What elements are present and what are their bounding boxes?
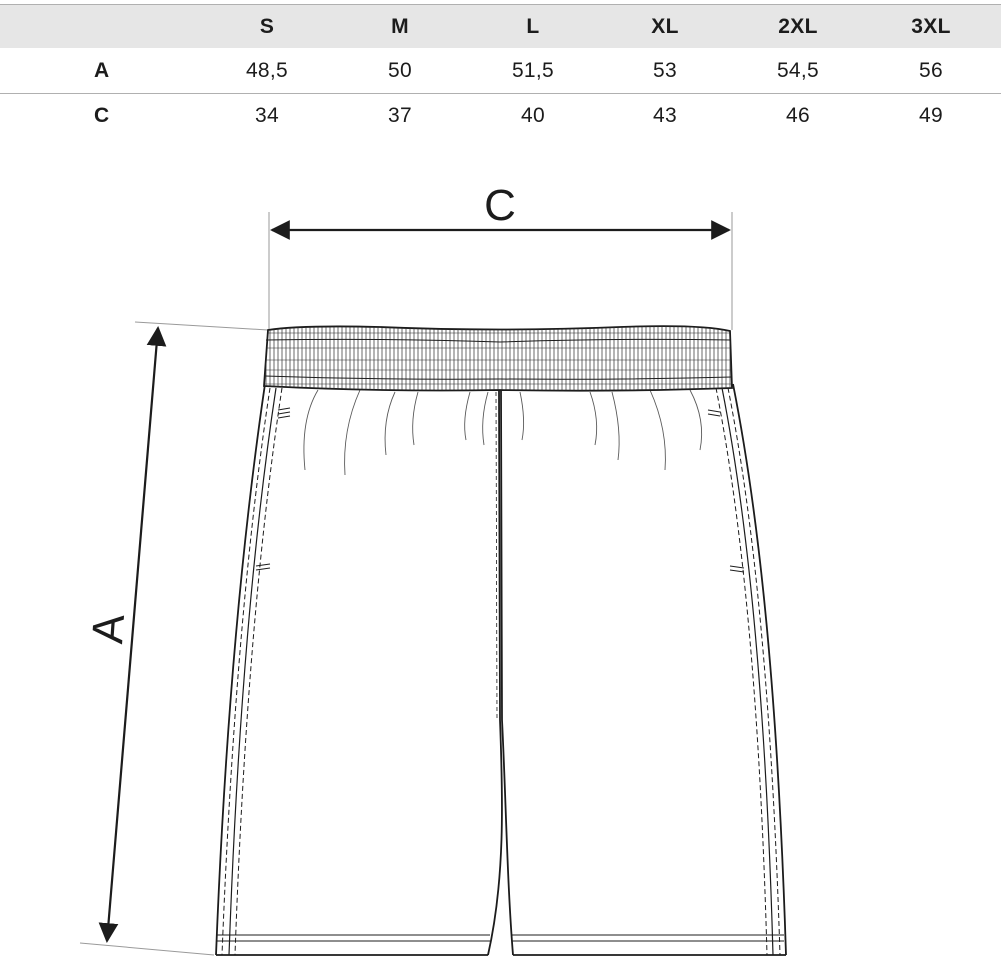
table-row-c: C 34 37 40 43 46 49 [0,93,1001,138]
table-cell: 40 [521,103,545,127]
length-label-a: A [83,612,134,645]
length-dimension: A [79,321,269,956]
width-label-c: C [484,181,516,230]
extension-line [79,942,215,956]
waistband-bottom-stitch [264,375,733,380]
table-cell: 48,5 [245,58,289,82]
size-header-m: M [391,14,409,38]
right-stripe-stitch [715,387,768,956]
waistband [263,325,733,392]
size-header-xl: XL [651,14,679,38]
table-cell: 37 [388,103,412,127]
row-label-c: C [94,103,110,127]
table-cell: 46 [786,103,810,127]
right-outer-seam [732,383,787,956]
left-stripe-line [228,387,277,956]
table-header-row: S M L XL 2XL 3XL [0,5,1001,48]
table-rule [0,4,1001,5]
width-dimension: C [268,181,733,330]
right-stripe-line [721,387,774,956]
table-cell: 56 [919,58,943,82]
size-header-2xl: 2XL [778,14,818,38]
right-stripe-stitch [727,387,781,956]
table-cell: 54,5 [776,58,820,82]
center-stitch [495,391,498,721]
length-arrow [98,326,167,943]
row-label-a: A [94,58,110,82]
table-cell: 49 [919,103,943,127]
waistband-ribbing [264,326,732,391]
left-stripe-stitch [234,387,283,956]
waistband-top-stitch [265,338,732,343]
table-cell: 50 [388,58,412,82]
table-rule [0,93,1001,94]
left-stripe-stitch [221,387,271,956]
size-header-l: L [526,14,540,38]
size-header-3xl: 3XL [911,14,951,38]
table-row-a: A 48,5 50 51,5 53 54,5 56 [0,48,1001,93]
fabric-gathers [303,389,703,476]
right-inner-seam [500,389,514,956]
pocket-mark [729,565,745,573]
table-cell: 51,5 [511,58,555,82]
size-header-s: S [259,14,275,38]
left-inner-seam [487,389,503,956]
pocket-mark [707,409,721,417]
extension-line [134,321,269,331]
shorts-outline [215,383,787,956]
table-cell: 34 [255,103,279,127]
table-cell: 53 [653,58,677,82]
pocket-mark [255,563,271,571]
left-outer-seam [215,383,266,956]
pocket-mark [277,407,291,419]
table-cell: 43 [653,103,677,127]
